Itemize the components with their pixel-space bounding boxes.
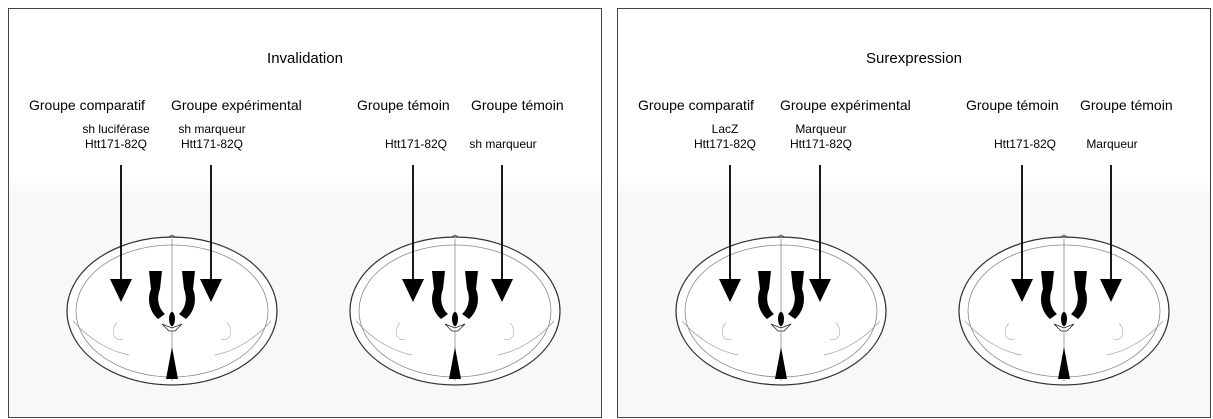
brain-section-temoin (349, 234, 561, 386)
injection-line-2: Htt171-82Q (789, 137, 853, 151)
injection-arrow-experimental (809, 165, 831, 302)
injection-arrow-temoin-1 (402, 165, 424, 302)
injection-diagram (675, 165, 1170, 386)
group-label-temoin-1: Groupe témoin (966, 97, 1059, 113)
injection-line-2: Marqueur (1086, 137, 1138, 151)
injection-arrow-comparatif (110, 165, 132, 302)
injection-line-1: sh luciférase (82, 122, 150, 136)
group-label-temoin-2: Groupe témoin (1080, 97, 1173, 113)
group-label-experimental: Groupe expérimental (780, 97, 911, 113)
brain-section-comparatif-experimental (66, 234, 278, 386)
invalidation-panel: Invalidation Groupe comparatif Groupe ex… (8, 8, 602, 418)
injection-arrow-temoin-1 (1011, 165, 1033, 302)
injection-line-2: Htt171-82Q (180, 137, 244, 151)
injection-diagram (66, 165, 561, 386)
injection-arrow-experimental (200, 165, 222, 302)
brain-section-comparatif-experimental (675, 234, 887, 386)
injection-line-2: Htt171-82Q (993, 137, 1057, 151)
injection-arrow-temoin-2 (491, 165, 513, 302)
panel-title: Surexpression (866, 50, 962, 67)
injection-line-1: Marqueur (795, 122, 847, 136)
group-label-temoin-2: Groupe témoin (471, 97, 564, 113)
injection-line-1: sh marqueur (178, 122, 246, 136)
injection-line-2: sh marqueur (469, 137, 537, 151)
group-label-comparatif: Groupe comparatif (29, 97, 145, 113)
injection-arrow-temoin-2 (1100, 165, 1122, 302)
brain-section-temoin (958, 234, 1170, 386)
surexpression-panel: Surexpression Groupe comparatif Groupe e… (617, 8, 1211, 418)
injection-line-1: LacZ (711, 122, 739, 136)
injection-line-2: Htt171-82Q (384, 137, 448, 151)
injection-arrow-comparatif (719, 165, 741, 302)
group-label-experimental: Groupe expérimental (171, 97, 302, 113)
group-label-comparatif: Groupe comparatif (638, 97, 754, 113)
injection-line-2: Htt171-82Q (693, 137, 757, 151)
injection-line-2: Htt171-82Q (84, 137, 148, 151)
panel-title: Invalidation (267, 50, 343, 67)
group-label-temoin-1: Groupe témoin (357, 97, 450, 113)
